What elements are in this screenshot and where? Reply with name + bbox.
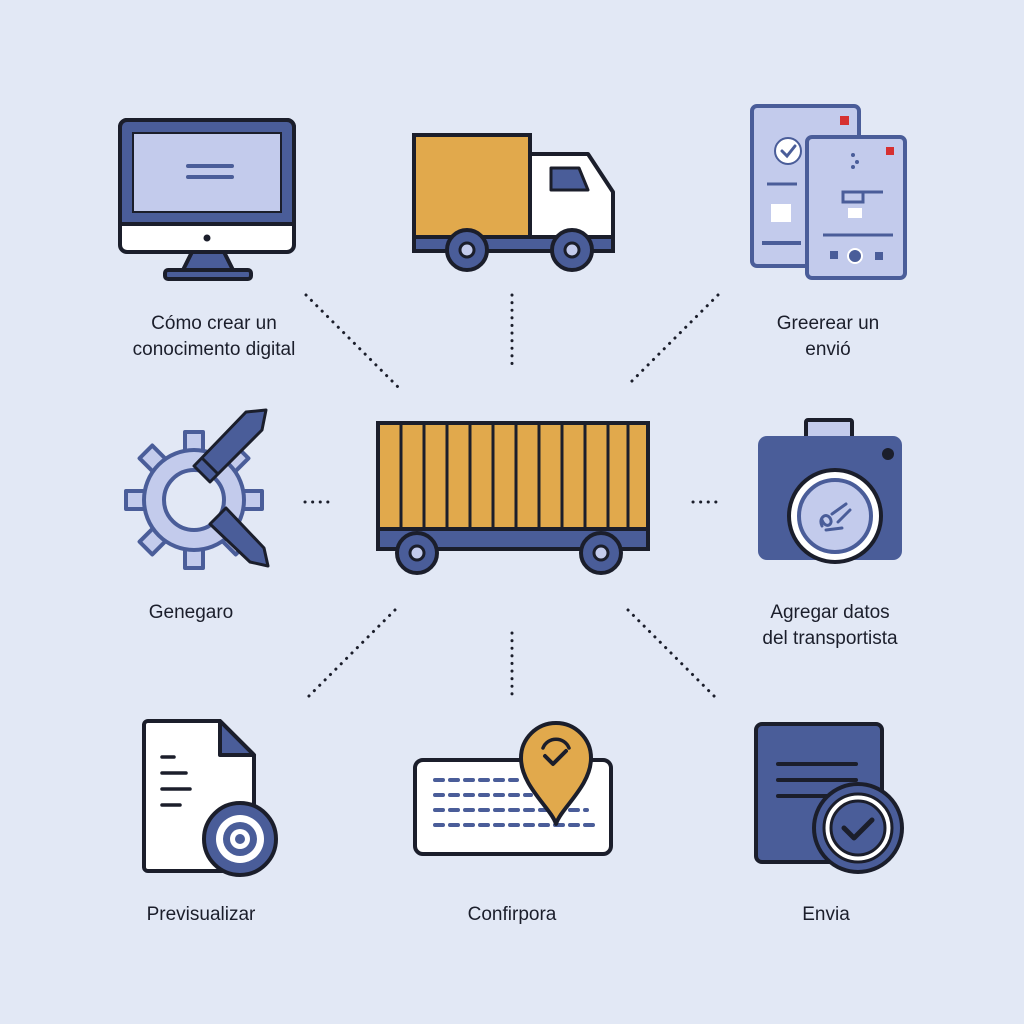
label-bottom-center-line1: Confirpora: [467, 904, 557, 925]
delivery-truck-icon: [412, 133, 615, 272]
desktop-monitor-icon: [118, 118, 296, 281]
label-middle-right-line1: Agregar datos: [770, 602, 890, 623]
label-bottom-left-line1: Previsualizar: [146, 904, 256, 925]
label-middle-right: Agregar datos del transportista: [734, 600, 926, 652]
connector-top-left: [304, 293, 400, 389]
label-bottom-right: Envia: [760, 902, 892, 928]
label-middle-right-line2: del transportista: [762, 628, 898, 649]
document-preview-icon: [142, 719, 278, 877]
document-check-icon: [754, 722, 904, 874]
label-bottom-center: Confirpora: [432, 902, 592, 928]
connector-bottom-left: [304, 608, 397, 701]
gear-tools-icon: [124, 408, 270, 570]
label-top-right-line2: envió: [805, 339, 851, 360]
document-cards-icon: [750, 104, 907, 280]
label-top-left-line1: Cómo crear un: [151, 313, 277, 334]
camera-icon: [758, 418, 902, 564]
label-top-left: Cómo crear un conocimento digital: [116, 311, 312, 363]
label-top-right-line1: Greerear un: [776, 313, 880, 334]
label-bottom-left: Previsualizar: [108, 902, 294, 928]
connector-top-right: [626, 293, 720, 387]
cargo-container-trailer-icon: [376, 421, 650, 575]
map-pin-ticket-icon: [413, 721, 613, 856]
label-middle-left: Genegaro: [118, 600, 264, 626]
label-bottom-right-line1: Envia: [802, 904, 850, 925]
label-top-right: Greerear un envió: [738, 311, 918, 363]
connector-bottom-right: [626, 608, 720, 702]
label-middle-left-line1: Genegaro: [148, 602, 234, 623]
label-top-left-line2: conocimento digital: [132, 339, 296, 360]
